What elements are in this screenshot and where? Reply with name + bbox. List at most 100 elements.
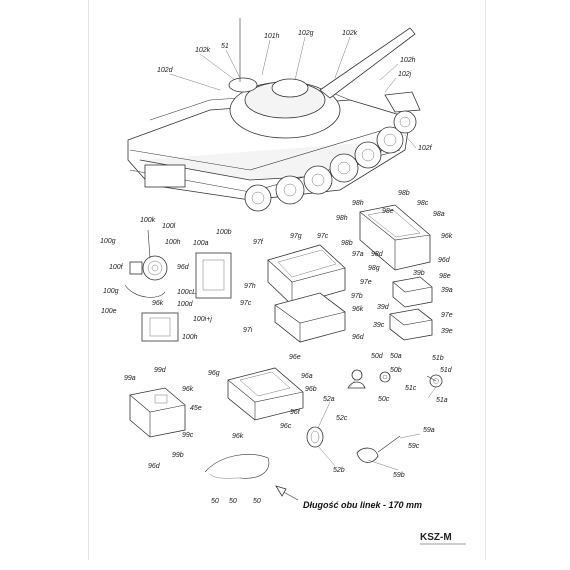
label-39a: 39a <box>441 287 453 294</box>
label-97b: 97b <box>351 293 363 300</box>
label-97g: 97g <box>290 233 302 240</box>
label-51c: 51c <box>405 385 417 392</box>
leader-lines <box>169 36 437 471</box>
label-96a: 96a <box>301 373 313 380</box>
label-59b: 59b <box>393 472 405 479</box>
label-39b: 39b <box>413 270 425 277</box>
label-97i: 97i <box>243 327 253 334</box>
label-100i-j: 100i+j <box>193 316 212 323</box>
label-98b: 98b <box>341 240 353 247</box>
label-96b: 96b <box>305 386 317 393</box>
label-96k: 96k <box>441 233 453 240</box>
label-50: 50 <box>253 498 261 505</box>
tank-hull-drawing <box>127 18 421 201</box>
label-98e: 98e <box>382 208 394 215</box>
label-97c: 97c <box>317 233 329 240</box>
label-52c: 52c <box>336 415 348 422</box>
label-100cL: 100cL <box>177 289 196 296</box>
label-100b: 100b <box>216 229 232 236</box>
cable-length-note: Długość obu linek - 170 mm <box>303 500 422 510</box>
label-96k: 96k <box>232 433 244 440</box>
label-96k: 96k <box>182 386 194 393</box>
label-50b: 50b <box>390 367 402 374</box>
label-100d: 100d <box>177 301 194 308</box>
label-39d: 39d <box>377 304 390 311</box>
label-39c: 39c <box>373 322 385 329</box>
label-97e: 97e <box>441 312 453 319</box>
label-50: 50 <box>211 498 219 505</box>
tank-road-wheels <box>244 110 417 212</box>
label-100h: 100h <box>165 239 181 246</box>
label-50c: 50c <box>378 396 390 403</box>
label-100a: 100a <box>193 240 209 247</box>
label-96e: 96e <box>289 354 301 361</box>
label-98h: 98h <box>352 200 364 207</box>
label-100h: 100h <box>182 334 198 341</box>
label-102d: 102d <box>157 67 174 74</box>
label-98a: 98a <box>433 211 445 218</box>
label-39e: 39e <box>441 328 453 335</box>
tow-cable-drawing <box>204 453 299 501</box>
label-96g: 96g <box>208 370 220 377</box>
stowage-box-99 <box>129 387 186 438</box>
label-96d: 96d <box>352 334 365 341</box>
label-100g: 100g <box>100 238 116 245</box>
label-101h: 101h <box>264 33 280 40</box>
label-97h: 97h <box>244 283 256 290</box>
label-96k: 96k <box>152 300 164 307</box>
label-50: 50 <box>229 498 237 505</box>
label-98d: 98d <box>371 251 384 258</box>
ksz-m-logo: KSZ-M <box>420 532 466 545</box>
cable-reel-assembly <box>124 229 232 342</box>
label-97f: 97f <box>253 239 264 246</box>
label-99c: 99c <box>182 432 194 439</box>
label-50a: 50a <box>390 353 402 360</box>
stowage-box-97 <box>267 244 346 343</box>
stowage-box-39 <box>389 276 433 341</box>
label-97a: 97a <box>352 251 364 258</box>
label-96k: 96k <box>352 306 364 313</box>
label-100g: 100g <box>103 288 119 295</box>
label-98h: 98h <box>336 215 348 222</box>
label-59a: 59a <box>423 427 435 434</box>
label-96d: 96d <box>148 463 161 470</box>
label-97e: 97e <box>360 279 372 286</box>
label-50d: 50d <box>371 353 384 360</box>
stowage-box-96 <box>227 367 304 421</box>
label-45e: 45e <box>190 405 202 412</box>
stowage-box-98 <box>359 204 431 271</box>
label-100k: 100k <box>140 217 156 224</box>
label-102f: 102f <box>418 145 433 152</box>
label-52a: 52a <box>323 396 335 403</box>
label-96d: 96d <box>438 257 451 264</box>
label-98e: 98e <box>439 273 451 280</box>
small-parts-52 <box>306 426 324 448</box>
label-102j: 102j <box>398 71 412 78</box>
label-102h: 102h <box>400 57 416 64</box>
small-parts-50 <box>347 369 391 389</box>
label-96d: 96d <box>177 264 190 271</box>
label-100f: 100f <box>109 264 124 271</box>
label-96f: 96f <box>290 409 301 416</box>
label-51: 51 <box>221 43 229 50</box>
label-51b: 51b <box>432 355 444 362</box>
label-100l: 100l <box>162 223 176 230</box>
label-102k: 102k <box>195 47 211 54</box>
label-99b: 99b <box>172 452 184 459</box>
label-99d: 99d <box>154 367 167 374</box>
label-98g: 98g <box>368 265 380 272</box>
part-labels: 51 101h 102g 102k 102k 102d 102h 102j 10… <box>100 30 453 505</box>
logo-text: KSZ-M <box>420 532 452 543</box>
label-97c: 97c <box>240 300 252 307</box>
label-98c: 98c <box>417 200 429 207</box>
label-100e: 100e <box>101 308 117 315</box>
small-parts-59 <box>356 435 401 463</box>
label-51a: 51a <box>436 397 448 404</box>
label-98b: 98b <box>398 190 410 197</box>
label-59c: 59c <box>408 443 420 450</box>
label-52b: 52b <box>333 467 345 474</box>
label-102k: 102k <box>342 30 358 37</box>
label-51d: 51d <box>440 367 453 374</box>
label-99a: 99a <box>124 375 136 382</box>
